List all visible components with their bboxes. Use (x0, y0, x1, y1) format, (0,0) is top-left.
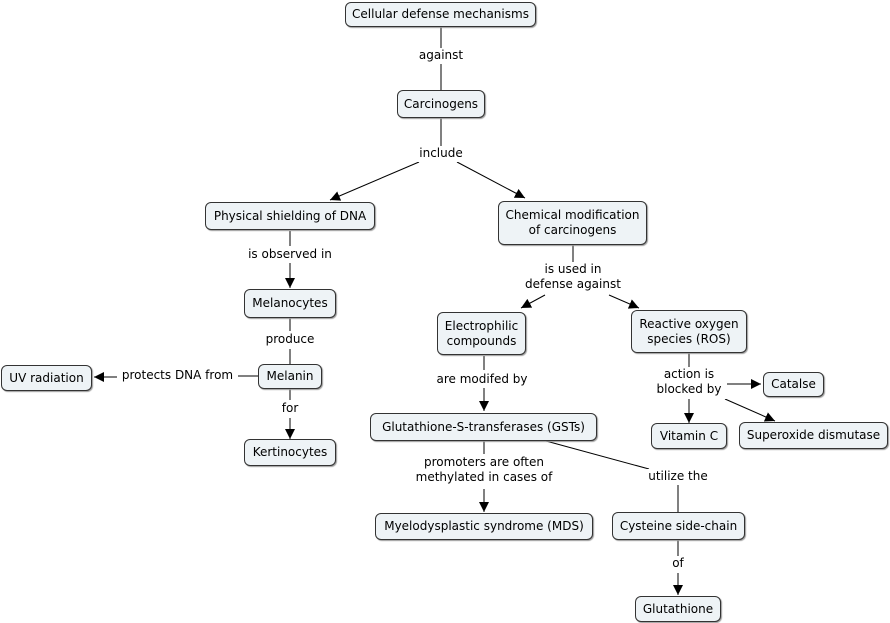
node-cysteine-side-chain[interactable]: Cysteine side-chain (612, 512, 745, 540)
node-melanocytes[interactable]: Melanocytes (244, 289, 336, 318)
link-produce: produce (261, 332, 319, 348)
link-are-modified-by: are modifed by (432, 372, 532, 388)
node-chemical-modification[interactable]: Chemical modification of carcinogens (498, 201, 647, 245)
node-kertinocytes[interactable]: Kertinocytes (244, 439, 336, 466)
node-glutathione-s-transferases[interactable]: Glutathione-S-transferases (GSTs) (370, 413, 597, 441)
link-of: of (666, 556, 690, 572)
node-melanin[interactable]: Melanin (258, 364, 322, 389)
node-catalse[interactable]: Catalse (763, 372, 824, 397)
link-against: against (413, 48, 469, 64)
node-electrophilic-compounds[interactable]: Electrophilic compounds (437, 312, 526, 355)
node-superoxide-dismutase[interactable]: Superoxide dismutase (739, 422, 888, 449)
node-carcinogens[interactable]: Carcinogens (397, 90, 485, 118)
link-is-used-in-defense-against: is used in defense against (519, 262, 627, 294)
node-reactive-oxygen-species[interactable]: Reactive oxygen species (ROS) (631, 310, 747, 353)
link-action-is-blocked-by: action is blocked by (651, 367, 727, 399)
link-utilize-the: utilize the (641, 469, 715, 485)
node-myelodysplastic-syndrome[interactable]: Myelodysplastic syndrome (MDS) (375, 513, 593, 540)
node-vitamin-c[interactable]: Vitamin C (651, 423, 727, 449)
node-cellular-defense-mechanisms[interactable]: Cellular defense mechanisms (345, 2, 536, 27)
node-uv-radiation[interactable]: UV radiation (1, 365, 92, 391)
link-protects-dna-from: protects DNA from (117, 368, 238, 384)
link-include: include (414, 146, 468, 162)
node-glutathione[interactable]: Glutathione (635, 596, 721, 622)
link-promoters-often-methylated: promoters are often methylated in cases … (410, 455, 558, 487)
node-physical-shielding-of-dna[interactable]: Physical shielding of DNA (205, 202, 375, 230)
link-is-observed-in: is observed in (243, 247, 337, 263)
link-for: for (277, 401, 303, 417)
